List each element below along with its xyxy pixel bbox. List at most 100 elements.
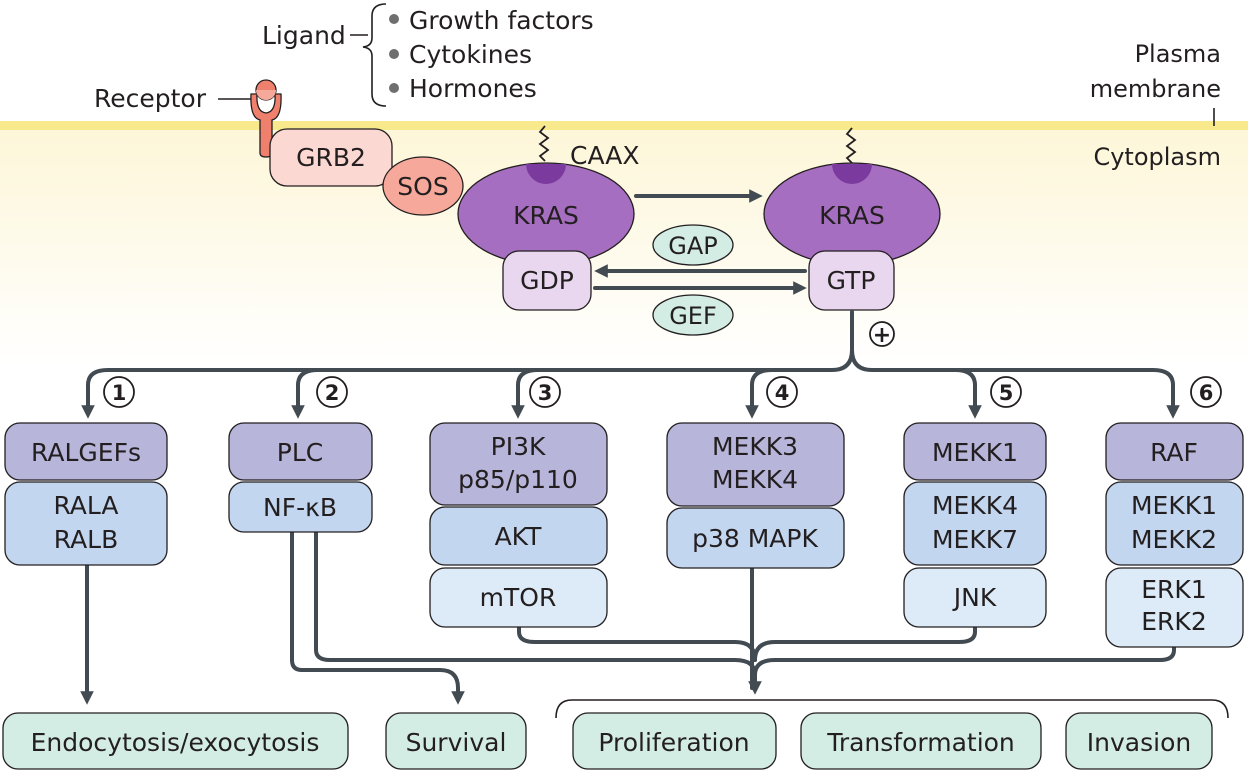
ligand-label: Ligand — [262, 21, 346, 50]
mekk1-box — [903, 422, 1047, 481]
mekk7-label: MEKK7 — [932, 525, 1018, 554]
gtp-label: GTP — [827, 266, 876, 295]
pathway-column-6: RAF MEKK1 MEKK2 ERK1 ERK2 — [1105, 422, 1244, 648]
svg-text:3: 3 — [538, 381, 553, 405]
pathway-number-1: 1 — [103, 376, 135, 408]
nfkb-label: NF-κB — [263, 493, 337, 522]
svg-text:6: 6 — [1199, 381, 1214, 405]
plasma-membrane-label: membrane — [1090, 75, 1221, 103]
svg-text:5: 5 — [999, 381, 1014, 405]
outcome-label: Survival — [406, 728, 507, 757]
erk2-label: ERK2 — [1141, 607, 1206, 636]
lipid-anchor-icon — [845, 127, 857, 164]
gdp-label: GDP — [520, 266, 574, 295]
lipid-anchor-icon — [538, 125, 550, 162]
ligand-type: Hormones — [409, 74, 537, 103]
pathway-column-4: MEKK3 MEKK4 p38 MAPK — [666, 422, 845, 569]
branch-arrow-2 — [291, 368, 320, 419]
mekk3-label: MEKK3 — [712, 432, 798, 461]
mekk3-mekk4-box — [666, 422, 845, 507]
p38-label: p38 MAPK — [692, 524, 818, 553]
pathway-number-3: 3 — [529, 376, 561, 408]
kras-inactive-label: KRAS — [513, 201, 579, 230]
plasma-membrane-label: Plasma — [1135, 40, 1221, 68]
pathway-number-5: 5 — [990, 376, 1022, 408]
plc-label: PLC — [277, 438, 323, 467]
jnk-box — [903, 567, 1047, 628]
outcome-invasion — [1065, 712, 1213, 770]
branch-arrow-4 — [745, 368, 774, 419]
ligand-brace — [362, 3, 387, 107]
erk-connector — [753, 645, 1176, 677]
jnk-connector — [753, 625, 977, 662]
pathway-column-5: MEKK1 MEKK4 MEKK7 JNK — [903, 422, 1047, 628]
ralgefs-box — [4, 422, 168, 481]
p38-box — [666, 507, 845, 569]
svg-text:1: 1 — [112, 381, 127, 405]
receptor-icon — [250, 79, 282, 158]
grb2-label: GRB2 — [296, 143, 366, 172]
nfkb-to-survival-arrow — [290, 530, 465, 705]
receptor-label: Receptor — [94, 84, 207, 113]
gdp-box — [502, 250, 592, 311]
outcome-proliferation — [572, 712, 777, 770]
pathway-number-6: 6 — [1190, 376, 1222, 408]
mtor-box — [429, 567, 608, 628]
akt-label: AKT — [495, 522, 543, 551]
cytoplasm-label: Cytoplasm — [1093, 143, 1221, 171]
mekk4-label: MEKK4 — [932, 491, 1018, 520]
jnk-label: JNK — [952, 583, 997, 612]
outcome-endocytosis-exocytosis — [2, 712, 349, 770]
plasma-membrane — [0, 121, 1248, 130]
ral-box — [4, 481, 168, 566]
p85-p110-label: p85/p110 — [458, 465, 578, 494]
erk1-label: ERK1 — [1141, 575, 1206, 604]
ligand-types-list: Growth factors Cytokines Hormones — [389, 6, 594, 103]
kras-active-label: KRAS — [819, 201, 885, 230]
gtp-box — [808, 250, 895, 311]
mtor-connector — [517, 625, 757, 662]
activation-plus-icon — [869, 321, 895, 347]
activation-plus-label: + — [873, 323, 891, 348]
plc-box — [228, 422, 373, 481]
kras-pocket — [526, 164, 566, 184]
outcome-label: Proliferation — [598, 728, 749, 757]
akt-box — [429, 506, 608, 566]
gap-label: GAP — [668, 232, 718, 260]
ralb-label: RALB — [54, 525, 119, 554]
caax-label: CAAX — [570, 141, 639, 170]
ligand-type: Cytokines — [409, 40, 532, 69]
outcome-transformation — [800, 712, 1042, 770]
mekk1-label: MEKK1 — [1131, 491, 1217, 520]
mekk4-mekk7-box — [903, 481, 1047, 566]
ralgefs-label: RALGEFs — [31, 438, 141, 467]
pathway-number-4: 4 — [766, 376, 798, 408]
branch-arrow-6 — [850, 348, 1180, 419]
branch-arrow-3 — [511, 368, 540, 419]
outcome-survival — [385, 712, 527, 770]
grb2-box — [269, 128, 393, 187]
erk-box — [1105, 567, 1244, 648]
branch-arrow-1 — [81, 310, 854, 419]
pathway-column-3: PI3K p85/p110 AKT mTOR — [429, 422, 608, 628]
pathway-column-2: PLC NF-κB — [228, 422, 373, 533]
cytoplasm-region — [0, 129, 1248, 365]
svg-text:2: 2 — [325, 381, 340, 405]
outcome-label: Transformation — [826, 728, 1015, 757]
pi3k-label: PI3K — [491, 432, 546, 461]
outcomes-brace — [555, 699, 1229, 719]
branch-arrow-5 — [953, 368, 982, 419]
sos-label: SOS — [397, 172, 448, 201]
mekk4-label: MEKK4 — [712, 465, 798, 494]
mtor-label: mTOR — [480, 583, 557, 612]
mekk1-label: MEKK1 — [932, 438, 1018, 467]
raf-box — [1105, 422, 1244, 481]
bullet-icon — [389, 49, 399, 59]
bullet-icon — [389, 14, 399, 24]
pi3k-box — [429, 422, 608, 506]
pathway-column-1: RALGEFs RALA RALB — [4, 422, 168, 566]
raf-label: RAF — [1150, 438, 1198, 467]
gef-label: GEF — [669, 302, 717, 330]
kras-pocket — [832, 164, 872, 184]
